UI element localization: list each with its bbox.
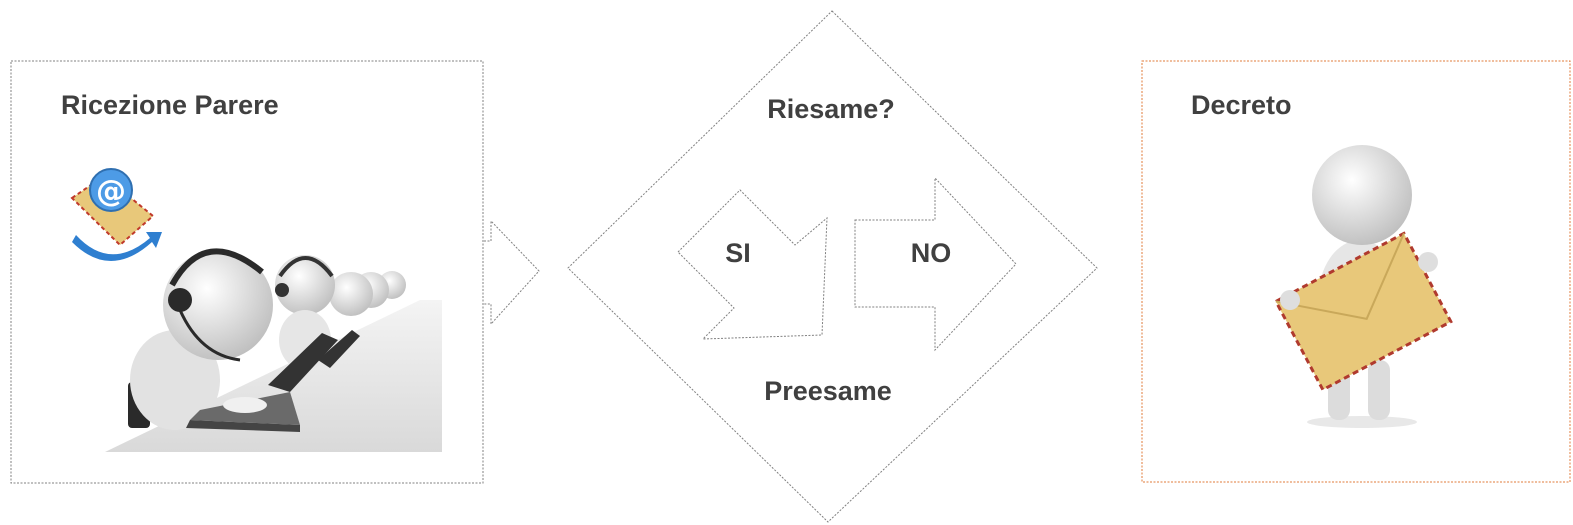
decision-diamond: Riesame? Preesame SI NO: [567, 10, 1098, 523]
decision-bottom-label: Preesame: [764, 376, 892, 406]
yes-arrow: SI: [677, 189, 828, 340]
flow-arrow-right: [484, 219, 540, 326]
svg-text:@: @: [96, 174, 126, 209]
no-label: NO: [911, 238, 952, 268]
email-envelope-icon: @: [70, 168, 162, 261]
no-arrow: NO: [854, 176, 1017, 352]
reception-box: Ricezione Parere @: [10, 60, 484, 484]
decree-box: Decreto: [1141, 60, 1571, 483]
decree-title: Decreto: [1191, 90, 1292, 120]
yes-label: SI: [725, 238, 751, 268]
call-center-illustration: [105, 248, 442, 452]
person-holding-envelope-illustration: [1273, 145, 1453, 428]
decision-question: Riesame?: [767, 94, 895, 124]
reception-title: Ricezione Parere: [61, 90, 279, 120]
